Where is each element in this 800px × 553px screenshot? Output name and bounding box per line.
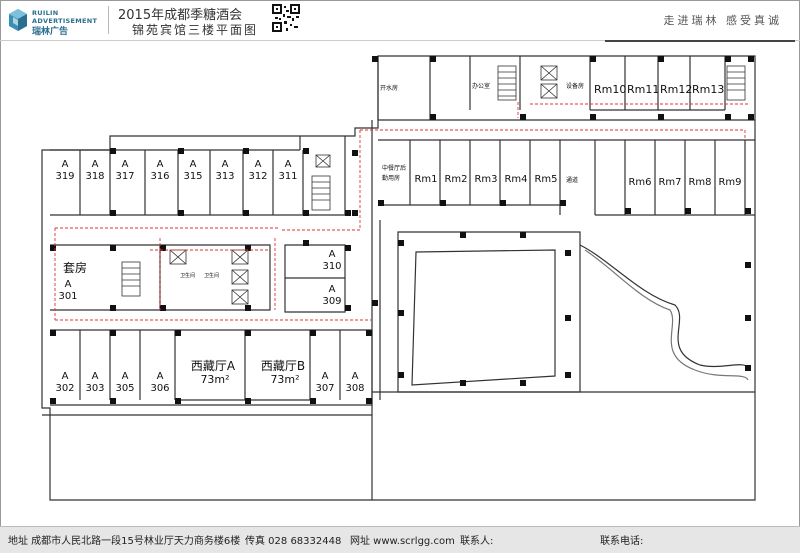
meeting-room-top: Rm12 [660, 83, 693, 96]
room-number: 319 [55, 171, 75, 182]
evacuation-routes [54, 102, 750, 321]
hall-b-name: 西藏厅B [260, 359, 306, 373]
room-number: 302 [55, 383, 75, 394]
room-number: 305 [115, 383, 135, 394]
room-number: 306 [150, 383, 170, 394]
hall-a-area: 73m² [200, 373, 230, 386]
meeting-room-left: Rm2 [444, 174, 468, 185]
room-prefix: A [284, 159, 292, 170]
room-number: 318 [85, 171, 105, 182]
room-prefix: A [351, 371, 359, 382]
building-outline [41, 55, 756, 501]
ruilin-logo: RUILIN ADVERTISEMENT 瑞林广告 [8, 6, 100, 37]
label-tongdao: 通道 [566, 177, 579, 184]
label-shebeifang: 设备房 [566, 83, 585, 90]
room-number: 308 [345, 383, 365, 394]
label-zhongcanting: 中餐厅后 [382, 165, 407, 172]
meeting-room-left: Rm5 [534, 174, 558, 185]
room-prefix: A [221, 159, 229, 170]
logo-line1: RUILIN [32, 9, 59, 17]
columns [50, 56, 754, 404]
room-number: 313 [215, 171, 235, 182]
room-number: 310 [322, 261, 342, 272]
room-number: 316 [150, 171, 170, 182]
label-wc1: 卫生间 [180, 273, 196, 279]
room-prefix: A [121, 159, 129, 170]
room-number: 315 [183, 171, 203, 182]
room-prefix: A [91, 159, 99, 170]
footer-contact: 联系人: [460, 536, 494, 547]
label-wc2: 卫生间 [204, 273, 220, 279]
slogan: 走进瑞林 感受真诚 [663, 14, 782, 27]
footer-website: 网址 www.scrlgg.com [350, 536, 455, 547]
qr-code-icon [272, 4, 300, 32]
meeting-room-top: Rm10 [594, 83, 627, 96]
footer-fax: 传真 028 68332448 [245, 536, 342, 547]
room-number: 303 [85, 383, 105, 394]
footer-address: 地址 成都市人民北路一段15号林业厅天力商务楼6楼 [8, 536, 241, 547]
room-prefix: A [61, 159, 69, 170]
room-prefix: A [156, 371, 164, 382]
room-prefix: A [328, 249, 336, 260]
room-prefix: A [61, 371, 69, 382]
room-number: 307 [315, 383, 335, 394]
label-bangongshi: 办公室 [472, 83, 491, 90]
room-prefix: A [91, 371, 99, 382]
meeting-room-right: Rm8 [688, 177, 712, 188]
room-number: 312 [248, 171, 268, 182]
room-prefix: A [121, 371, 129, 382]
divider [108, 6, 109, 34]
suite-prefix: A [64, 279, 72, 290]
page-subtitle: 锦苑宾馆三楼平面图 [132, 23, 259, 37]
suite-name: 套房 [62, 261, 87, 275]
logo-line3: 瑞林广告 [32, 27, 69, 37]
room-number: 309 [322, 296, 342, 307]
meeting-room-left: Rm1 [414, 174, 438, 185]
meeting-room-right: Rm7 [658, 177, 682, 188]
meeting-room-top: Rm11 [627, 83, 660, 96]
hall-a-name: 西藏厅A [190, 359, 236, 373]
meeting-room-left: Rm4 [504, 174, 528, 185]
room-prefix: A [321, 371, 329, 382]
logo-line2: ADVERTISEMENT [32, 17, 98, 25]
meeting-room-left: Rm3 [474, 174, 498, 185]
label-kaishuifang: 开水房 [380, 85, 399, 92]
room-number: 317 [115, 171, 135, 182]
room-prefix: A [254, 159, 262, 170]
room-prefix: A [189, 159, 197, 170]
meeting-room-right: Rm6 [628, 177, 652, 188]
room-prefix: A [156, 159, 164, 170]
footer: 地址 成都市人民北路一段15号林业厅天力商务楼6楼 传真 028 6833244… [0, 526, 800, 553]
label-qinyongfang: 勤用房 [382, 175, 401, 182]
meeting-room-right: Rm9 [718, 177, 742, 188]
header-accent-line [605, 40, 795, 42]
room-number: 311 [278, 171, 298, 182]
header: RUILIN ADVERTISEMENT 瑞林广告 2015年成都季糖酒会 锦苑… [0, 0, 800, 41]
hall-b-area: 73m² [270, 373, 300, 386]
stairs-and-elevators [121, 65, 746, 305]
room-prefix: A [328, 284, 336, 295]
meeting-room-top: Rm13 [692, 83, 725, 96]
logo-cube-icon [9, 9, 27, 31]
suite-number: 301 [58, 291, 78, 302]
page-title: 2015年成都季糖酒会 [118, 8, 243, 23]
footer-phone: 联系电话: [600, 536, 644, 547]
